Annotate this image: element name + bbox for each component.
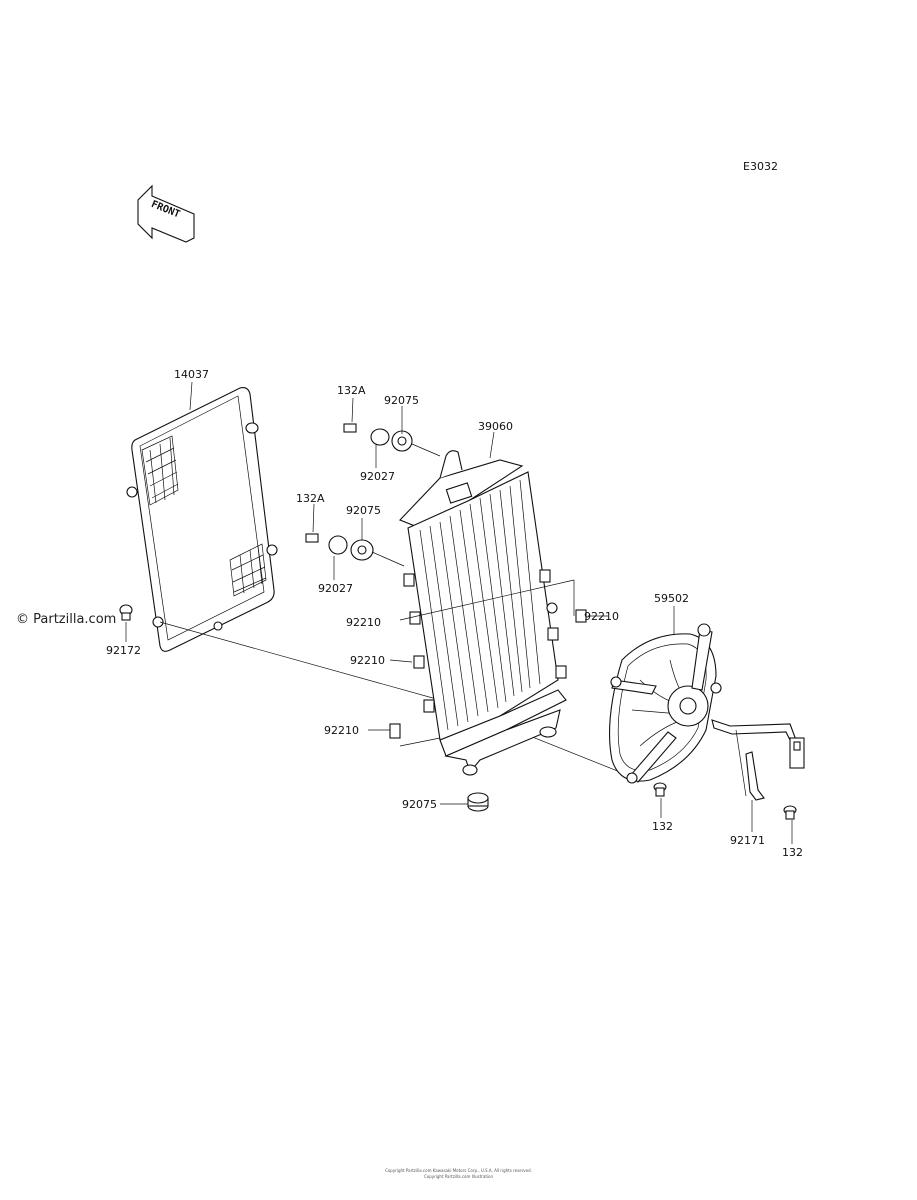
clamp-92171 <box>735 729 765 801</box>
mount-hardware-mid <box>305 533 405 567</box>
callout-92027-mid: 92027 <box>318 582 353 595</box>
mount-hardware-top <box>343 423 441 457</box>
leader-lines <box>125 381 793 844</box>
callout-92027-top: 92027 <box>360 470 395 483</box>
clip-92210 <box>389 609 587 739</box>
radiator-core <box>399 450 567 776</box>
cooling-fan <box>609 623 805 784</box>
callout-labels: 14037 132A 92075 39060 92027 132A 92075 … <box>106 368 803 859</box>
callout-92210-b: 92210 <box>584 610 619 623</box>
callout-92210-d: 92210 <box>324 724 359 737</box>
grommet-92075-bottom <box>467 792 489 812</box>
bolt-132-a <box>653 782 667 797</box>
callout-59502: 59502 <box>654 592 689 605</box>
callout-14037: 14037 <box>174 368 209 381</box>
callout-92075-top: 92075 <box>384 394 419 407</box>
screw-92172 <box>119 604 133 621</box>
callout-92210-c: 92210 <box>350 654 385 667</box>
watermark: © Partzilla.com <box>16 612 117 627</box>
radiator-screen <box>126 387 278 652</box>
callout-132a-top: 132A <box>337 384 366 397</box>
callout-92172: 92172 <box>106 644 141 657</box>
front-arrow-icon: FRONT <box>137 184 195 243</box>
mesh-pattern <box>141 435 267 597</box>
callout-92171: 92171 <box>730 834 765 847</box>
callout-132-b: 132 <box>782 846 803 859</box>
bolt-132-b <box>783 805 797 820</box>
callout-132-a: 132 <box>652 820 673 833</box>
callout-92075-mid: 92075 <box>346 504 381 517</box>
callout-92075-bottom: 92075 <box>402 798 437 811</box>
footer-copyright-1: Copyright Partzilla.com Kawasaki Motors … <box>385 1168 532 1173</box>
callout-39060: 39060 <box>478 420 513 433</box>
callout-132a-mid: 132A <box>296 492 325 505</box>
callout-92210-a: 92210 <box>346 616 381 629</box>
footer-copyright-2: Copyright Partzilla.com Illustration <box>423 1174 494 1179</box>
diagram-code: E3032 <box>743 160 778 173</box>
